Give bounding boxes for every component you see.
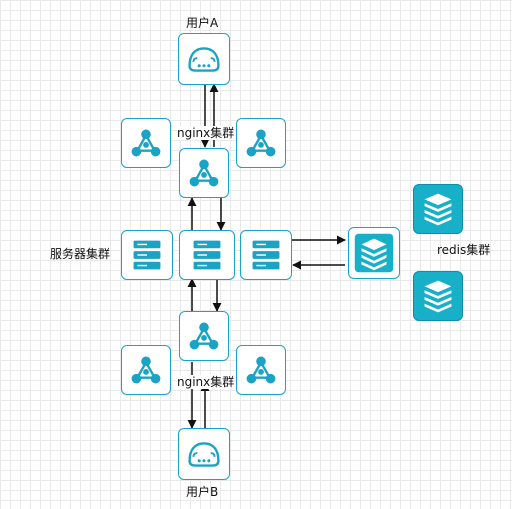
server-rack-icon bbox=[193, 240, 221, 270]
server-rack-icon bbox=[133, 240, 161, 270]
server-rack-icon bbox=[252, 240, 280, 270]
nginx-node-icon bbox=[131, 129, 161, 157]
user-b-label: 用户B bbox=[186, 485, 219, 499]
user-a-label: 用户A bbox=[186, 16, 219, 30]
redis-node-center[interactable] bbox=[348, 227, 400, 279]
nginx-bottom-label: nginx集群 bbox=[177, 375, 235, 389]
nginx-node-bottom-right[interactable] bbox=[236, 345, 286, 395]
nginx-node-bottom-left[interactable] bbox=[121, 345, 171, 395]
nginx-node-icon bbox=[131, 356, 161, 384]
redis-cluster-label: redis集群 bbox=[437, 243, 491, 257]
redis-node-bottom[interactable] bbox=[413, 271, 463, 321]
headset-user-icon bbox=[188, 442, 220, 467]
nginx-top-label: nginx集群 bbox=[177, 126, 235, 140]
nginx-node-bottom-center[interactable] bbox=[179, 311, 229, 361]
headset-user-icon bbox=[188, 47, 220, 72]
server-node-left[interactable] bbox=[121, 230, 173, 280]
nginx-node-icon bbox=[246, 129, 276, 157]
redis-stack-icon bbox=[424, 280, 452, 313]
server-node-right[interactable] bbox=[240, 230, 292, 280]
nginx-node-top-right[interactable] bbox=[236, 118, 286, 168]
nginx-node-icon bbox=[246, 356, 276, 384]
nginx-node-icon bbox=[189, 322, 219, 350]
redis-stack-icon bbox=[354, 233, 394, 273]
nginx-node-top-center[interactable] bbox=[179, 148, 229, 198]
server-node-center[interactable] bbox=[179, 230, 235, 280]
nginx-node-icon bbox=[189, 159, 219, 187]
user-a-node[interactable] bbox=[178, 33, 230, 85]
nginx-node-top-left[interactable] bbox=[121, 118, 171, 168]
redis-stack-icon bbox=[424, 193, 452, 226]
server-cluster-label: 服务器集群 bbox=[50, 247, 111, 261]
redis-node-top[interactable] bbox=[413, 184, 463, 234]
user-b-node[interactable] bbox=[178, 428, 230, 480]
